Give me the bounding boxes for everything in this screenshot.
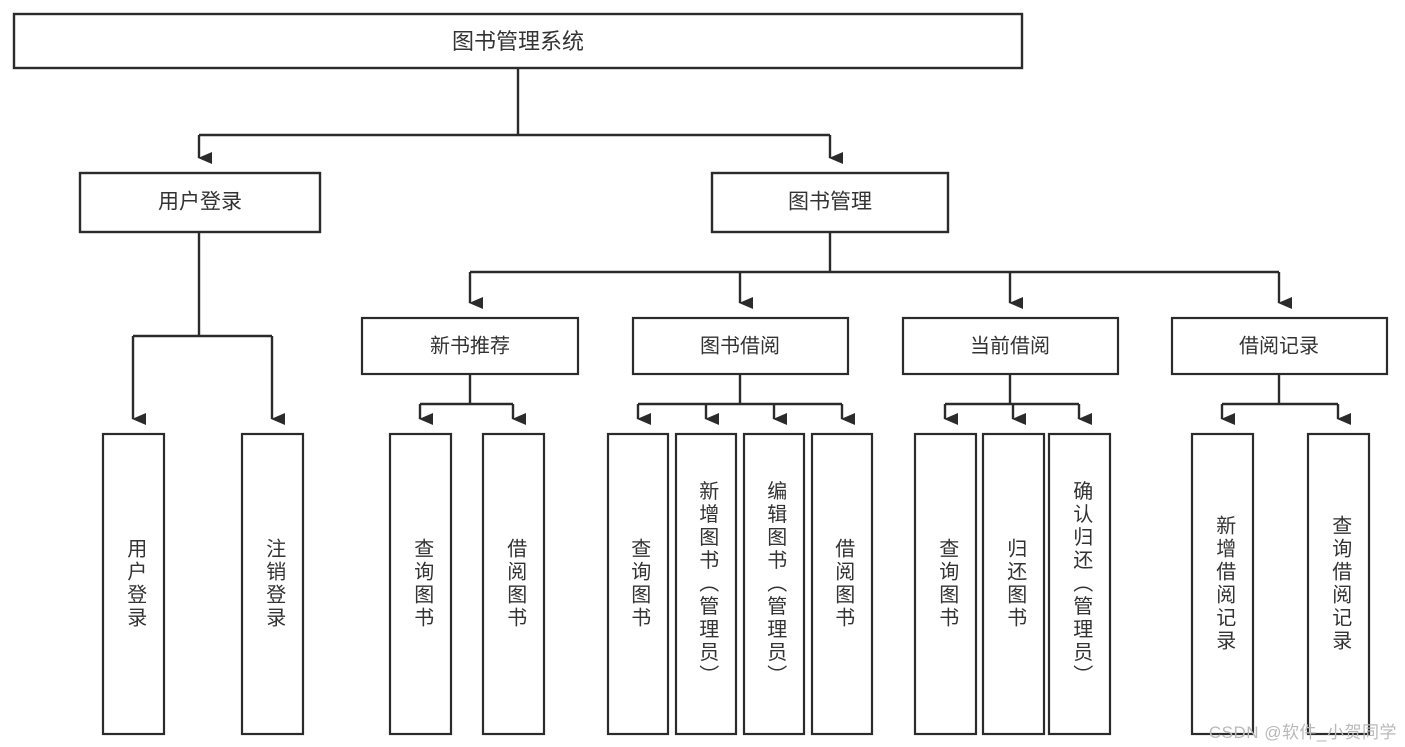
node-user-login[interactable]: 用户登录 (78, 171, 322, 234)
leaf-current-confirm-return-admin-box (1047, 432, 1112, 736)
node-borrow-records[interactable]: 借阅记录 (1170, 316, 1389, 376)
leaf-borrow-borrow-book-label: 借阅图书 (832, 538, 855, 630)
leaf-current-query[interactable]: 查询图书 (913, 432, 978, 736)
leaf-borrow-query[interactable]: 查询图书 (606, 432, 670, 736)
leaf-borrow-add-book-admin-box (674, 432, 738, 736)
leaf-borrow-edit-book-admin-label: 编辑图书（管理员） (764, 480, 787, 687)
node-current-borrow-label: 当前借阅 (970, 334, 1050, 357)
leaf-user-login-signout-box (240, 432, 305, 736)
leaf-current-return-label: 归还图书 (1004, 538, 1027, 630)
leaf-borrow-add-book-admin-label: 新增图书（管理员） (696, 480, 719, 687)
leaf-user-login-signout[interactable]: 注销登录 (240, 432, 305, 736)
leaf-records-query[interactable]: 查询借阅记录 (1306, 432, 1371, 736)
node-book-borrow-label: 图书借阅 (700, 334, 780, 357)
leaf-borrow-add-book-admin[interactable]: 新增图书（管理员） (674, 432, 738, 736)
node-new-book-recommend-label: 新书推荐 (430, 334, 510, 357)
leaf-new-books-query[interactable]: 查询图书 (388, 432, 453, 736)
node-user-login-box (78, 171, 322, 234)
leaf-current-query-box (913, 432, 978, 736)
node-book-management-label: 图书管理 (788, 191, 872, 214)
node-new-book-recommend[interactable]: 新书推荐 (360, 316, 580, 376)
leaf-current-confirm-return-admin[interactable]: 确认归还（管理员） (1047, 432, 1112, 736)
leaf-borrow-edit-book-admin[interactable]: 编辑图书（管理员） (742, 432, 806, 736)
node-borrow-records-label: 借阅记录 (1239, 334, 1319, 357)
leaf-current-confirm-return-admin-label: 确认归还（管理员） (1070, 480, 1093, 687)
leaf-current-query-label: 查询图书 (936, 538, 959, 630)
leaf-current-return[interactable]: 归还图书 (981, 432, 1046, 736)
leaf-user-login-signin-label: 用户登录 (124, 538, 147, 630)
connectors (131, 68, 1351, 425)
leaf-borrow-borrow-book-box (810, 432, 874, 736)
leaf-new-books-borrow-box (481, 432, 546, 736)
node-root-system-box (12, 12, 1024, 70)
leaf-new-books-query-label: 查询图书 (411, 538, 434, 630)
leaf-borrow-query-box (606, 432, 670, 736)
node-new-book-recommend-box (360, 316, 580, 376)
leaf-records-add[interactable]: 新增借阅记录 (1190, 432, 1255, 736)
leaf-borrow-edit-book-admin-box (742, 432, 806, 736)
leaf-borrow-borrow-book[interactable]: 借阅图书 (810, 432, 874, 736)
leaf-user-login-signin-box (101, 432, 166, 736)
node-current-borrow-box (901, 316, 1120, 376)
leaf-user-login-signin[interactable]: 用户登录 (101, 432, 166, 736)
node-borrow-records-box (1170, 316, 1389, 376)
node-user-login-label: 用户登录 (158, 191, 242, 214)
node-book-borrow-box (631, 316, 850, 376)
leaf-new-books-borrow[interactable]: 借阅图书 (481, 432, 546, 736)
leaf-records-query-box (1306, 432, 1371, 736)
node-book-management-box (710, 171, 950, 234)
csdn-watermark: CSDN @软件_小贺同学 (1208, 723, 1397, 742)
leaf-records-add-box (1190, 432, 1255, 736)
leaf-records-query-label: 查询借阅记录 (1329, 515, 1352, 653)
node-root-system-label: 图书管理系统 (452, 29, 584, 54)
leaf-current-return-box (981, 432, 1046, 736)
leaf-records-add-label: 新增借阅记录 (1213, 515, 1236, 653)
node-book-management[interactable]: 图书管理 (710, 171, 950, 234)
leaf-new-books-query-box (388, 432, 453, 736)
leaf-borrow-query-label: 查询图书 (628, 538, 651, 630)
node-root-system[interactable]: 图书管理系统 (12, 12, 1024, 70)
node-current-borrow[interactable]: 当前借阅 (901, 316, 1120, 376)
leaf-new-books-borrow-label: 借阅图书 (504, 538, 527, 630)
leaf-user-login-signout-label: 注销登录 (263, 538, 286, 630)
node-book-borrow[interactable]: 图书借阅 (631, 316, 850, 376)
